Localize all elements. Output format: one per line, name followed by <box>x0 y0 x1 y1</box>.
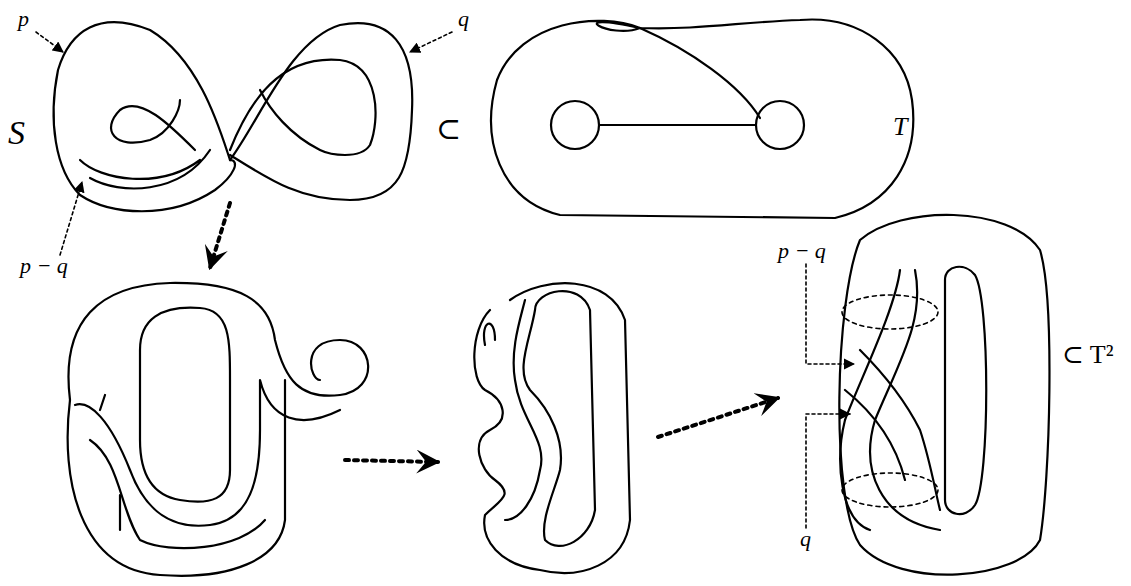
point-label: p − q <box>20 255 68 277</box>
surface-s <box>54 22 413 211</box>
point-label: q <box>458 8 469 30</box>
torus-label: ⊂ T² <box>1062 342 1114 368</box>
leader-lines <box>36 32 854 528</box>
point-label: q <box>800 528 811 550</box>
surface-t <box>491 20 913 218</box>
deformed-surface-2 <box>474 283 630 573</box>
surface-label: T <box>893 114 907 140</box>
point-label: p − q <box>778 240 826 262</box>
deformed-surface-1 <box>68 283 369 576</box>
point-label: p <box>18 8 29 30</box>
torus <box>839 215 1049 575</box>
surface-label: S <box>8 116 25 150</box>
transformation-arrows <box>210 203 778 462</box>
inclusion-symbol: ⊂ <box>436 114 461 144</box>
